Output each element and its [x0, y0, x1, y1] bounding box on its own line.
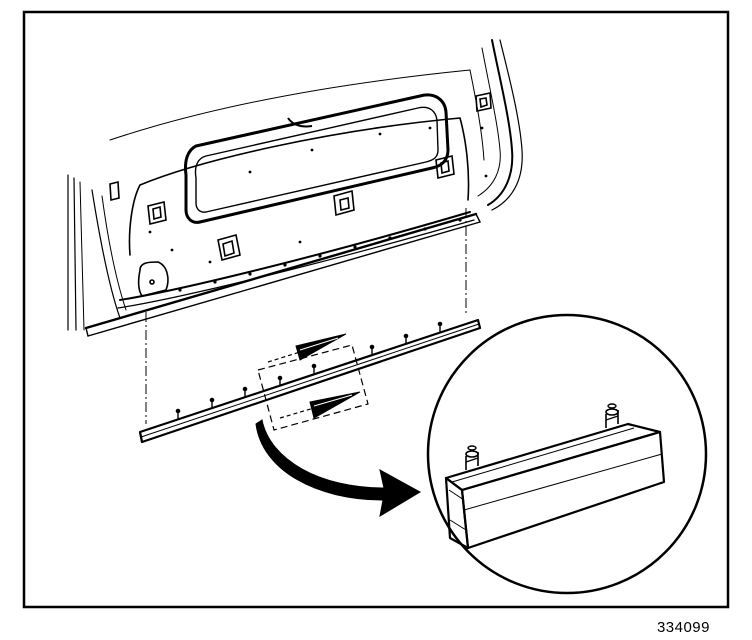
detail-circle [426, 313, 708, 595]
alignment-leader-lines [145, 208, 467, 424]
molding-clips [175, 321, 443, 419]
figure-frame [22, 10, 730, 609]
install-direction-arrows [267, 333, 361, 419]
liftgate-panel [67, 39, 523, 337]
magnified-detail-view [426, 313, 708, 595]
detail-callout-box [257, 344, 369, 431]
window-opening [184, 93, 450, 224]
figure-reference-number: 334099 [656, 619, 710, 636]
lower-molding-strip [138, 318, 482, 444]
panel-fastener-holes [109, 92, 492, 297]
curved-callout-arrow [255, 419, 422, 518]
